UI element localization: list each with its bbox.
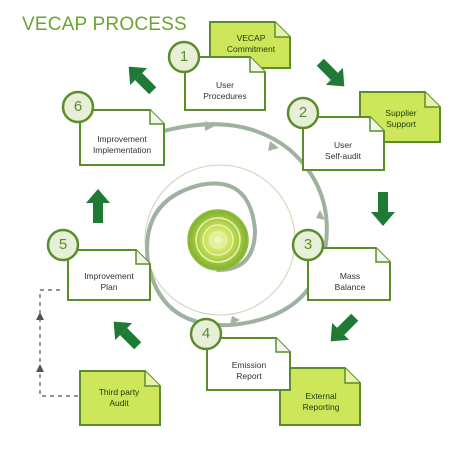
step-2-line-1: User bbox=[334, 140, 352, 150]
number-circle-6 bbox=[61, 90, 95, 124]
note-1-line-1: VECAP bbox=[236, 33, 266, 43]
arrow-5-to-6 bbox=[86, 189, 110, 223]
note-label-supplier-support: Supplier Support bbox=[370, 108, 432, 130]
step-card-1 bbox=[184, 56, 266, 111]
step-6-line-2: Implementation bbox=[92, 145, 152, 155]
note-1-line-2: Commitment bbox=[226, 44, 276, 54]
step-4-line-1: Emission bbox=[231, 360, 267, 370]
arrow-1-to-2 bbox=[316, 58, 345, 87]
note-label-third-party-audit: Third party Audit bbox=[88, 387, 150, 409]
step-5-line-2: Plan bbox=[100, 282, 118, 292]
process-spiral bbox=[145, 122, 329, 328]
step-number-3: 3 bbox=[303, 236, 313, 253]
step-3-line-1: Mass bbox=[339, 271, 361, 281]
step-label-4: Emission Report bbox=[218, 360, 280, 382]
step-number-5: 5 bbox=[58, 236, 68, 253]
number-circle-4 bbox=[189, 317, 223, 351]
step-6-line-1: Improvement bbox=[97, 134, 147, 144]
note-2-line-2: Support bbox=[386, 119, 416, 129]
step-2-line-2: Self-audit bbox=[325, 151, 361, 161]
note-3-line-1: External bbox=[305, 391, 337, 401]
step-label-2: User Self-audit bbox=[313, 140, 373, 162]
note-label-external-reporting: External Reporting bbox=[290, 391, 352, 413]
step-1-line-1: User bbox=[216, 80, 234, 90]
step-number-6: 6 bbox=[73, 98, 83, 115]
hub bbox=[187, 209, 249, 271]
number-circle-2 bbox=[286, 96, 320, 130]
number-circle-3 bbox=[291, 228, 325, 262]
number-circle-1 bbox=[167, 40, 201, 74]
step-number-circles bbox=[46, 40, 325, 351]
feedback-arrowheads bbox=[36, 312, 44, 372]
number-circle-5 bbox=[46, 228, 80, 262]
step-label-6: Improvement Implementation bbox=[84, 134, 160, 156]
arrow-3-to-4 bbox=[330, 313, 359, 342]
step-number-4: 4 bbox=[201, 325, 211, 342]
step-4-line-2: Report bbox=[236, 371, 262, 381]
arrow-4-to-5 bbox=[113, 321, 142, 350]
step-number-1: 1 bbox=[179, 48, 189, 65]
step-1-line-2: Procedures bbox=[203, 91, 247, 101]
note-4-line-2: Audit bbox=[109, 398, 129, 408]
note-2-line-1: Supplier bbox=[385, 108, 417, 118]
step-label-5: Improvement Plan bbox=[76, 271, 142, 293]
spiral-chevrons bbox=[205, 121, 325, 325]
step-card-6 bbox=[79, 109, 165, 166]
step-card-2 bbox=[302, 116, 385, 171]
step-label-1: User Procedures bbox=[195, 80, 255, 102]
step-card-5 bbox=[67, 249, 151, 301]
step-3-line-2: Balance bbox=[334, 282, 366, 292]
step-label-3: Mass Balance bbox=[320, 271, 380, 293]
note-4-line-1: Third party bbox=[98, 387, 140, 397]
note-external-reporting bbox=[279, 367, 361, 426]
audit-feedback-line bbox=[39, 289, 78, 397]
step-5-line-1: Improvement bbox=[84, 271, 134, 281]
note-third-party-audit bbox=[79, 370, 161, 426]
flow-arrows bbox=[86, 58, 395, 350]
step-card-3 bbox=[307, 247, 391, 301]
arrow-2-to-3 bbox=[371, 192, 395, 226]
note-3-line-2: Reporting bbox=[302, 402, 340, 412]
note-label-vecap-commitment: VECAP Commitment bbox=[220, 33, 282, 55]
arrow-6-to-1 bbox=[128, 66, 157, 95]
step-card-4 bbox=[206, 337, 291, 391]
page-title: VECAP PROCESS bbox=[22, 14, 187, 35]
step-number-2: 2 bbox=[298, 104, 308, 121]
